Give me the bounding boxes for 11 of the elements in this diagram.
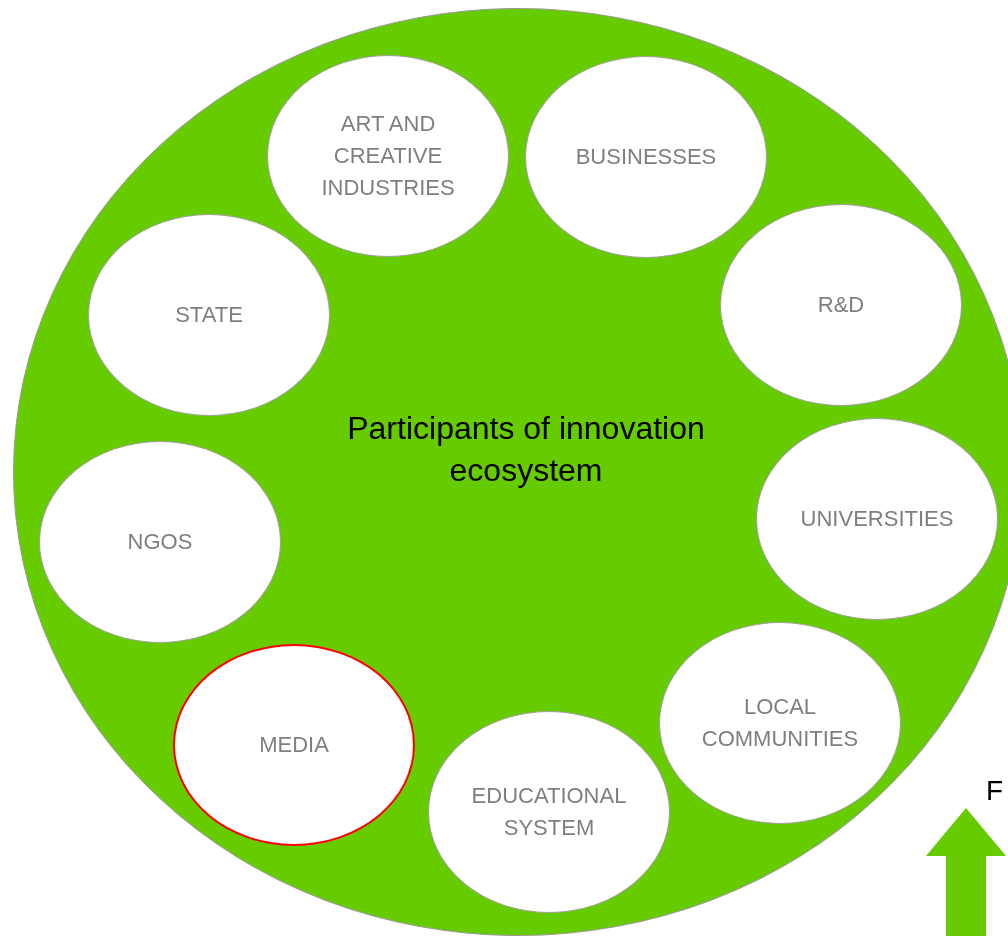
participant-label: BUSINESSES: [574, 143, 718, 171]
participant-label: UNIVERSITIES: [799, 505, 955, 533]
participant-label: R&D: [816, 291, 866, 319]
participant-label: MEDIA: [258, 731, 330, 759]
participant-label: ART AND CREATIVE INDUSTRIES: [320, 110, 456, 202]
center-title: Participants of innovation ecosystem: [346, 409, 706, 490]
partial-label: F: [986, 774, 1004, 808]
participant-label: STATE: [174, 301, 244, 329]
participant-label: EDUCATIONAL SYSTEM: [470, 782, 628, 842]
participant-label: LOCAL COMMUNITIES: [700, 693, 860, 753]
participant-label: NGOS: [126, 528, 194, 556]
